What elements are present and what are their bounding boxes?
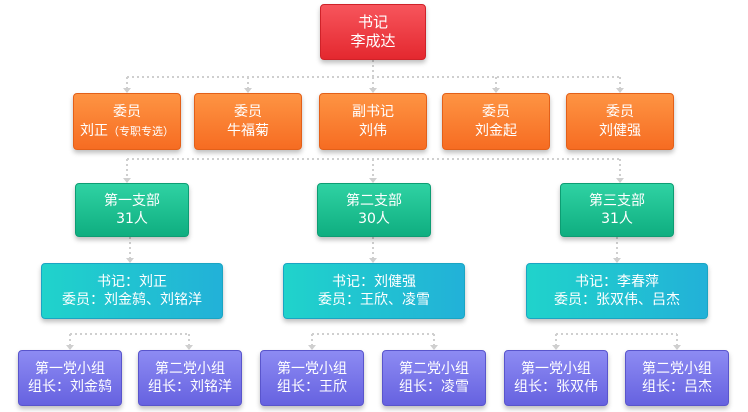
branch-members: 委员：王欣、凌雪: [318, 292, 430, 308]
group-name: 第一党小组: [521, 360, 591, 377]
branch-members: 委员：刘金鸫、刘铭洋: [62, 292, 202, 308]
committee-role: 委员: [482, 104, 510, 121]
group-name: 第二党小组: [399, 360, 469, 377]
branch-count: 31人: [601, 211, 633, 227]
branch-3: 第三支部 31人: [560, 183, 674, 237]
group-3-2: 第二党小组 组长：吕杰: [625, 350, 729, 406]
branch-members: 委员：张双伟、吕杰: [554, 292, 680, 308]
branch-secretary: 书记：李春萍: [575, 273, 659, 290]
branch-count: 31人: [116, 211, 148, 227]
group-leader: 组长：刘金鸫: [28, 379, 112, 395]
group-name: 第二党小组: [642, 360, 712, 377]
group-leader: 组长：张双伟: [514, 379, 598, 395]
committee-member-2: 委员 牛福菊: [194, 93, 302, 150]
committee-name: 刘金起: [475, 122, 517, 139]
group-3-1: 第一党小组 组长：张双伟: [504, 350, 608, 406]
group-leader: 组长：刘铭洋: [148, 379, 232, 395]
group-leader: 组长：凌雪: [399, 379, 469, 395]
branch-name: 第一支部: [104, 192, 160, 209]
committee-member-3: 副书记 刘伟: [319, 93, 427, 150]
secretary-node: 书记 李成达: [320, 4, 426, 60]
branch-2-leaders: 书记：刘健强 委员：王欣、凌雪: [283, 263, 465, 319]
branch-secretary: 书记：刘正: [97, 273, 167, 290]
group-name: 第一党小组: [35, 360, 105, 377]
group-leader: 组长：吕杰: [642, 379, 712, 395]
branch-name: 第三支部: [589, 192, 645, 209]
committee-name: 刘伟: [359, 122, 387, 139]
group-name: 第一党小组: [277, 360, 347, 377]
group-name: 第二党小组: [155, 360, 225, 377]
group-leader: 组长：王欣: [277, 379, 347, 395]
committee-member-4: 委员 刘金起: [442, 93, 550, 150]
committee-role: 委员: [113, 104, 141, 121]
branch-3-leaders: 书记：李春萍 委员：张双伟、吕杰: [526, 263, 708, 319]
group-1-2: 第二党小组 组长：刘铭洋: [138, 350, 242, 406]
branch-count: 30人: [358, 211, 390, 227]
committee-note: （专职专选）: [108, 124, 174, 138]
branch-secretary: 书记：刘健强: [332, 273, 416, 290]
committee-name: 刘正（专职专选）: [80, 122, 174, 139]
group-1-1: 第一党小组 组长：刘金鸫: [18, 350, 122, 406]
secretary-title: 书记: [357, 12, 388, 31]
group-2-1: 第一党小组 组长：王欣: [260, 350, 364, 406]
branch-1-leaders: 书记：刘正 委员：刘金鸫、刘铭洋: [41, 263, 223, 319]
committee-member-1: 委员 刘正（专职专选）: [73, 93, 181, 150]
committee-member-5: 委员 刘健强: [566, 93, 674, 150]
branch-1: 第一支部 31人: [75, 183, 189, 237]
committee-role: 副书记: [352, 104, 394, 121]
secretary-name: 李成达: [350, 32, 396, 50]
committee-name: 刘健强: [599, 122, 641, 139]
committee-role: 委员: [606, 104, 634, 121]
branch-name: 第二支部: [346, 192, 402, 209]
group-2-2: 第二党小组 组长：凌雪: [382, 350, 486, 406]
branch-2: 第二支部 30人: [317, 183, 431, 237]
committee-name: 牛福菊: [227, 122, 269, 139]
committee-role: 委员: [234, 104, 262, 121]
